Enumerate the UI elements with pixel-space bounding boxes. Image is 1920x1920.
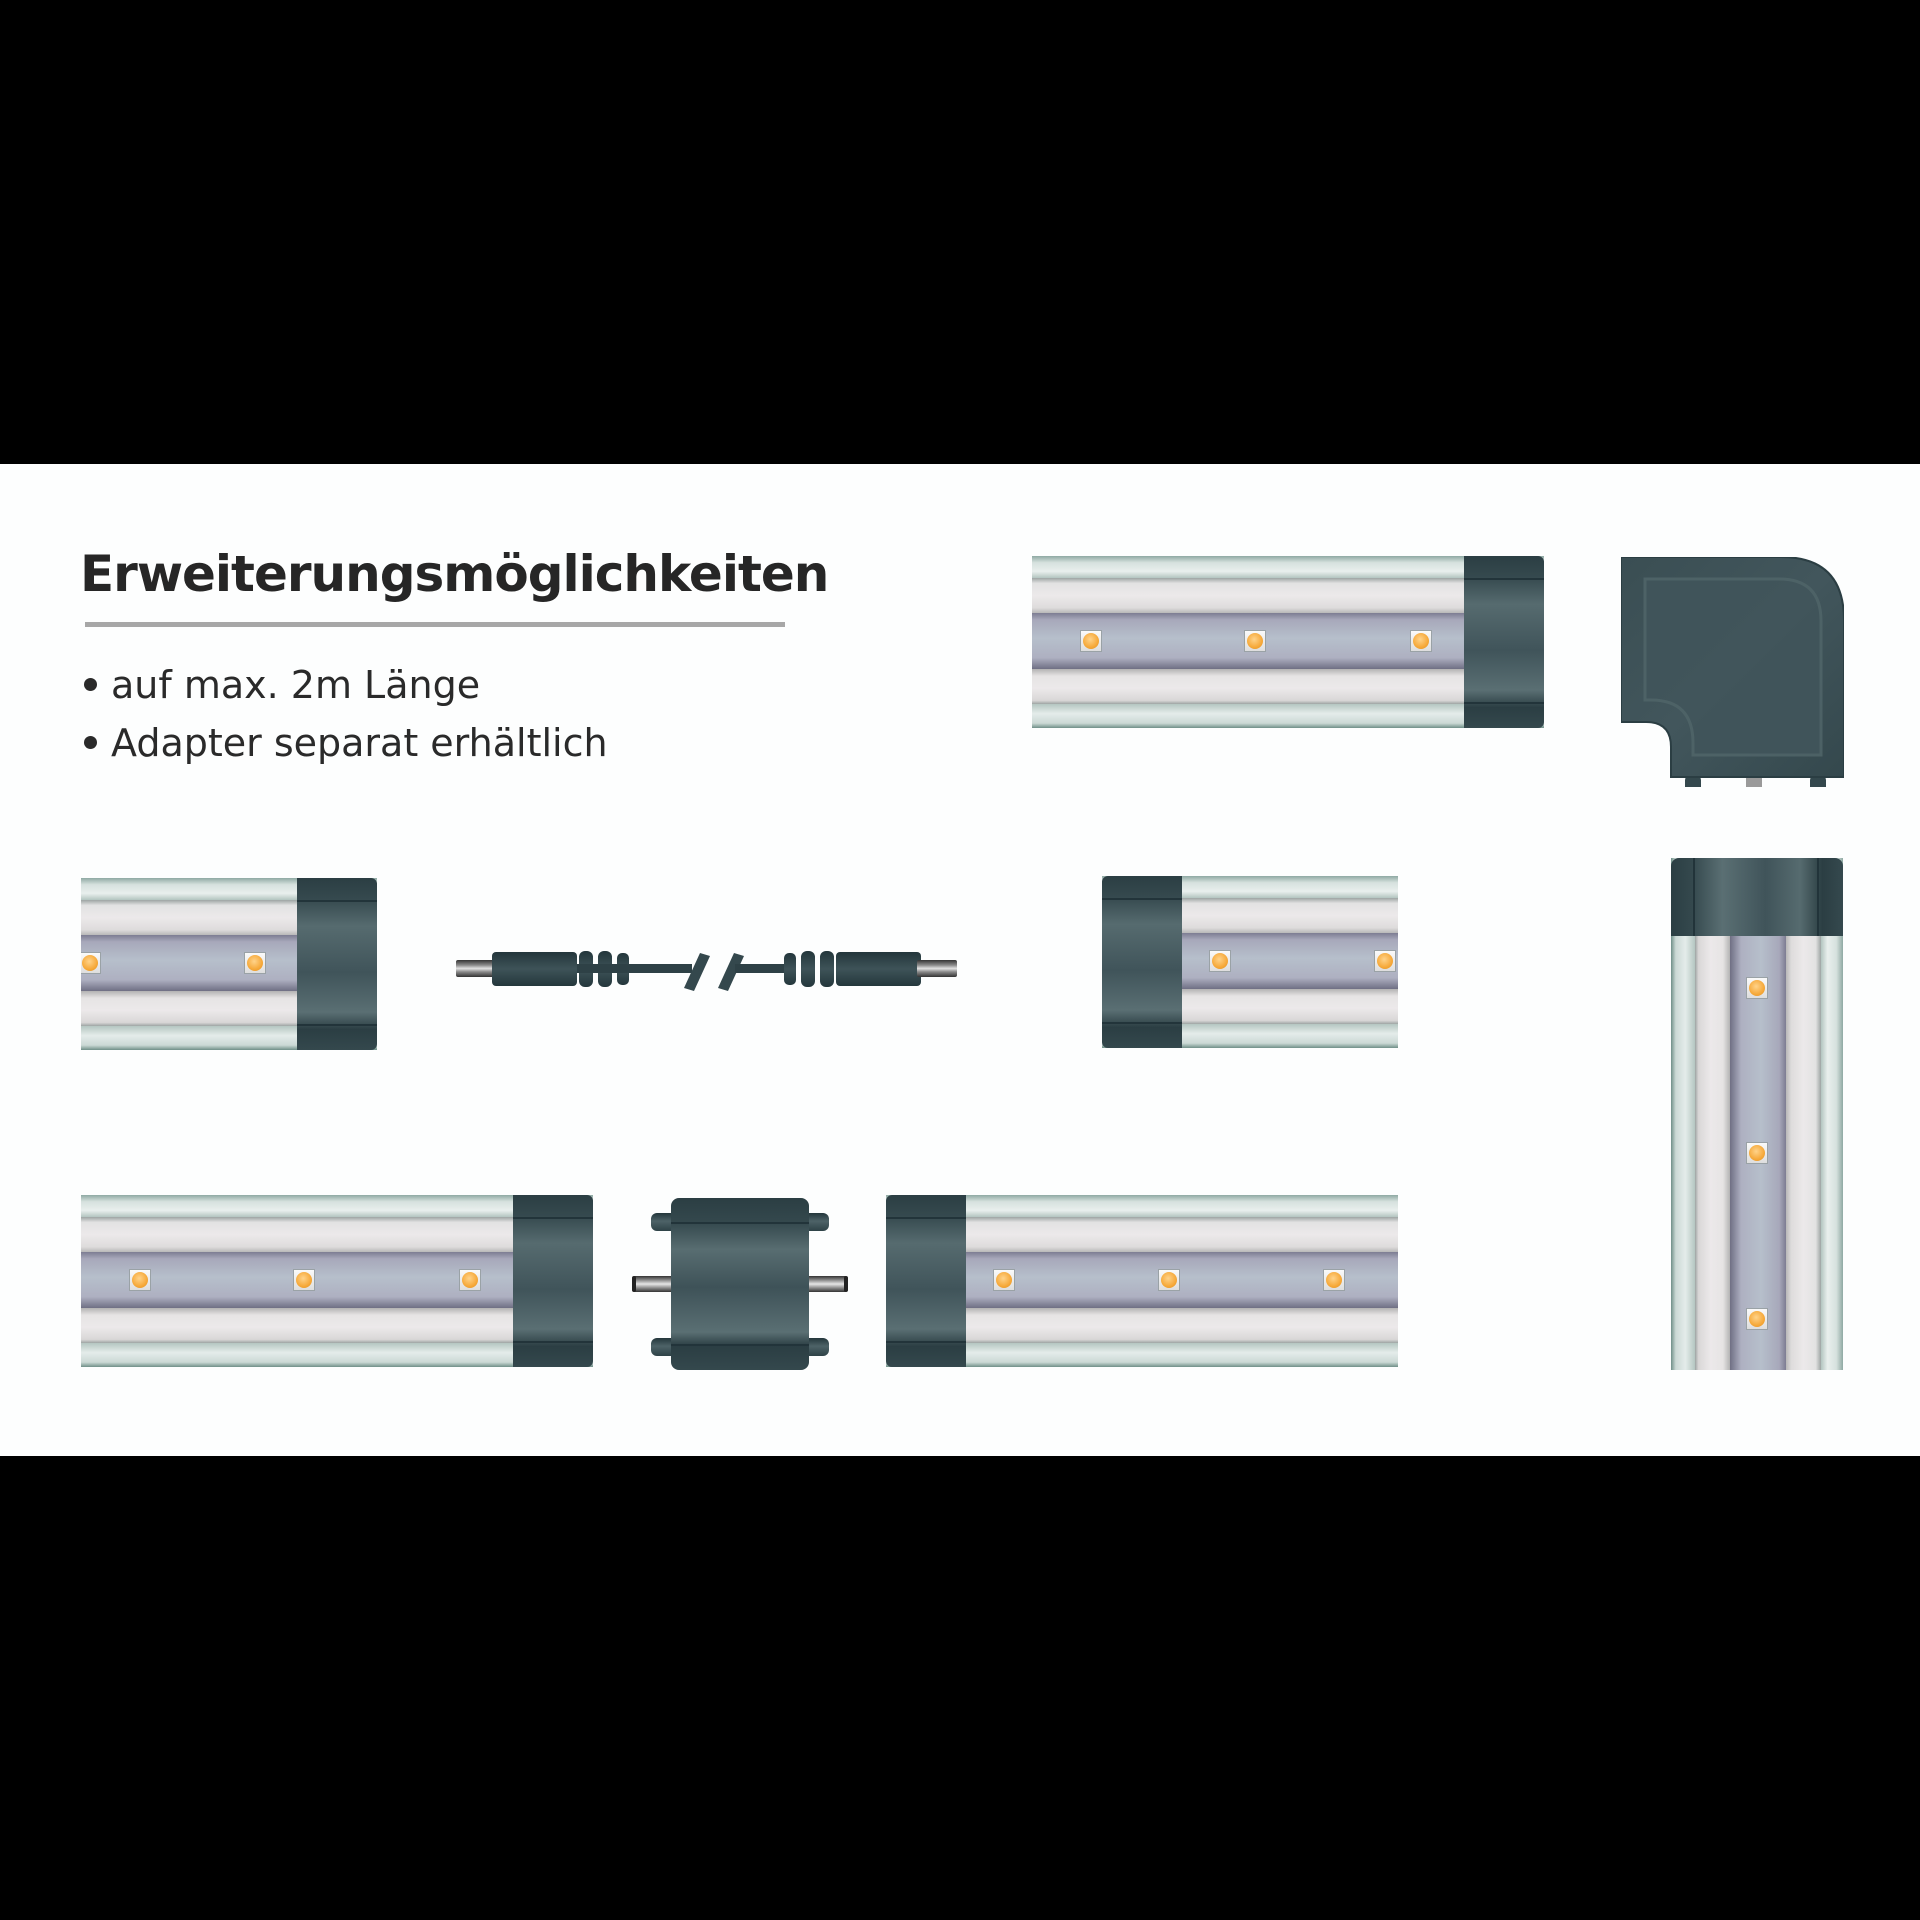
- led-chip-icon: [1746, 1139, 1768, 1167]
- end-cap: [513, 1195, 593, 1367]
- straight-connector: [671, 1198, 809, 1370]
- led-profile-middle-right: [1102, 876, 1398, 1048]
- end-cap: [1102, 876, 1182, 1048]
- led-profile-bottom-left: [81, 1195, 593, 1367]
- bullet-icon: [84, 736, 97, 749]
- led-chip-icon: [81, 952, 104, 974]
- led-chip-icon: [1746, 974, 1768, 1002]
- end-cap: [1464, 556, 1544, 728]
- connector-pin: [800, 1276, 848, 1292]
- led-profile-bottom-right: [886, 1195, 1398, 1367]
- led-chip-icon: [241, 952, 269, 974]
- led-profile-top: [1032, 556, 1544, 728]
- led-chip-icon: [1320, 1269, 1348, 1291]
- led-chip-icon: [290, 1269, 318, 1291]
- led-chip-icon: [1241, 630, 1269, 652]
- corner-connector-icon: [1621, 557, 1844, 787]
- bullet-icon: [84, 678, 97, 691]
- led-chip-icon: [1371, 950, 1398, 972]
- feature-item: auf max. 2m Länge: [80, 656, 608, 714]
- led-profile-vertical: [1671, 858, 1843, 1370]
- page-title: Erweiterungsmöglichkeiten: [80, 545, 829, 603]
- title-underline: [85, 622, 785, 627]
- led-chip-icon: [990, 1269, 1018, 1291]
- led-chip-icon: [126, 1269, 154, 1291]
- connector-pin: [632, 1276, 680, 1292]
- led-chip-icon: [1077, 630, 1105, 652]
- corner-connector: [1621, 557, 1844, 787]
- end-cap: [1671, 858, 1843, 936]
- end-cap: [297, 878, 377, 1050]
- led-chip-icon: [1407, 630, 1435, 652]
- feature-list: auf max. 2m Länge Adapter separat erhält…: [80, 656, 608, 772]
- extension-cable-icon: [456, 951, 957, 991]
- led-chip-icon: [1155, 1269, 1183, 1291]
- led-chip-icon: [456, 1269, 484, 1291]
- led-profile-middle-left: [81, 878, 377, 1050]
- end-cap: [886, 1195, 966, 1367]
- feature-item: Adapter separat erhältlich: [80, 714, 608, 772]
- led-chip-icon: [1746, 1305, 1768, 1333]
- led-chip-icon: [1206, 950, 1234, 972]
